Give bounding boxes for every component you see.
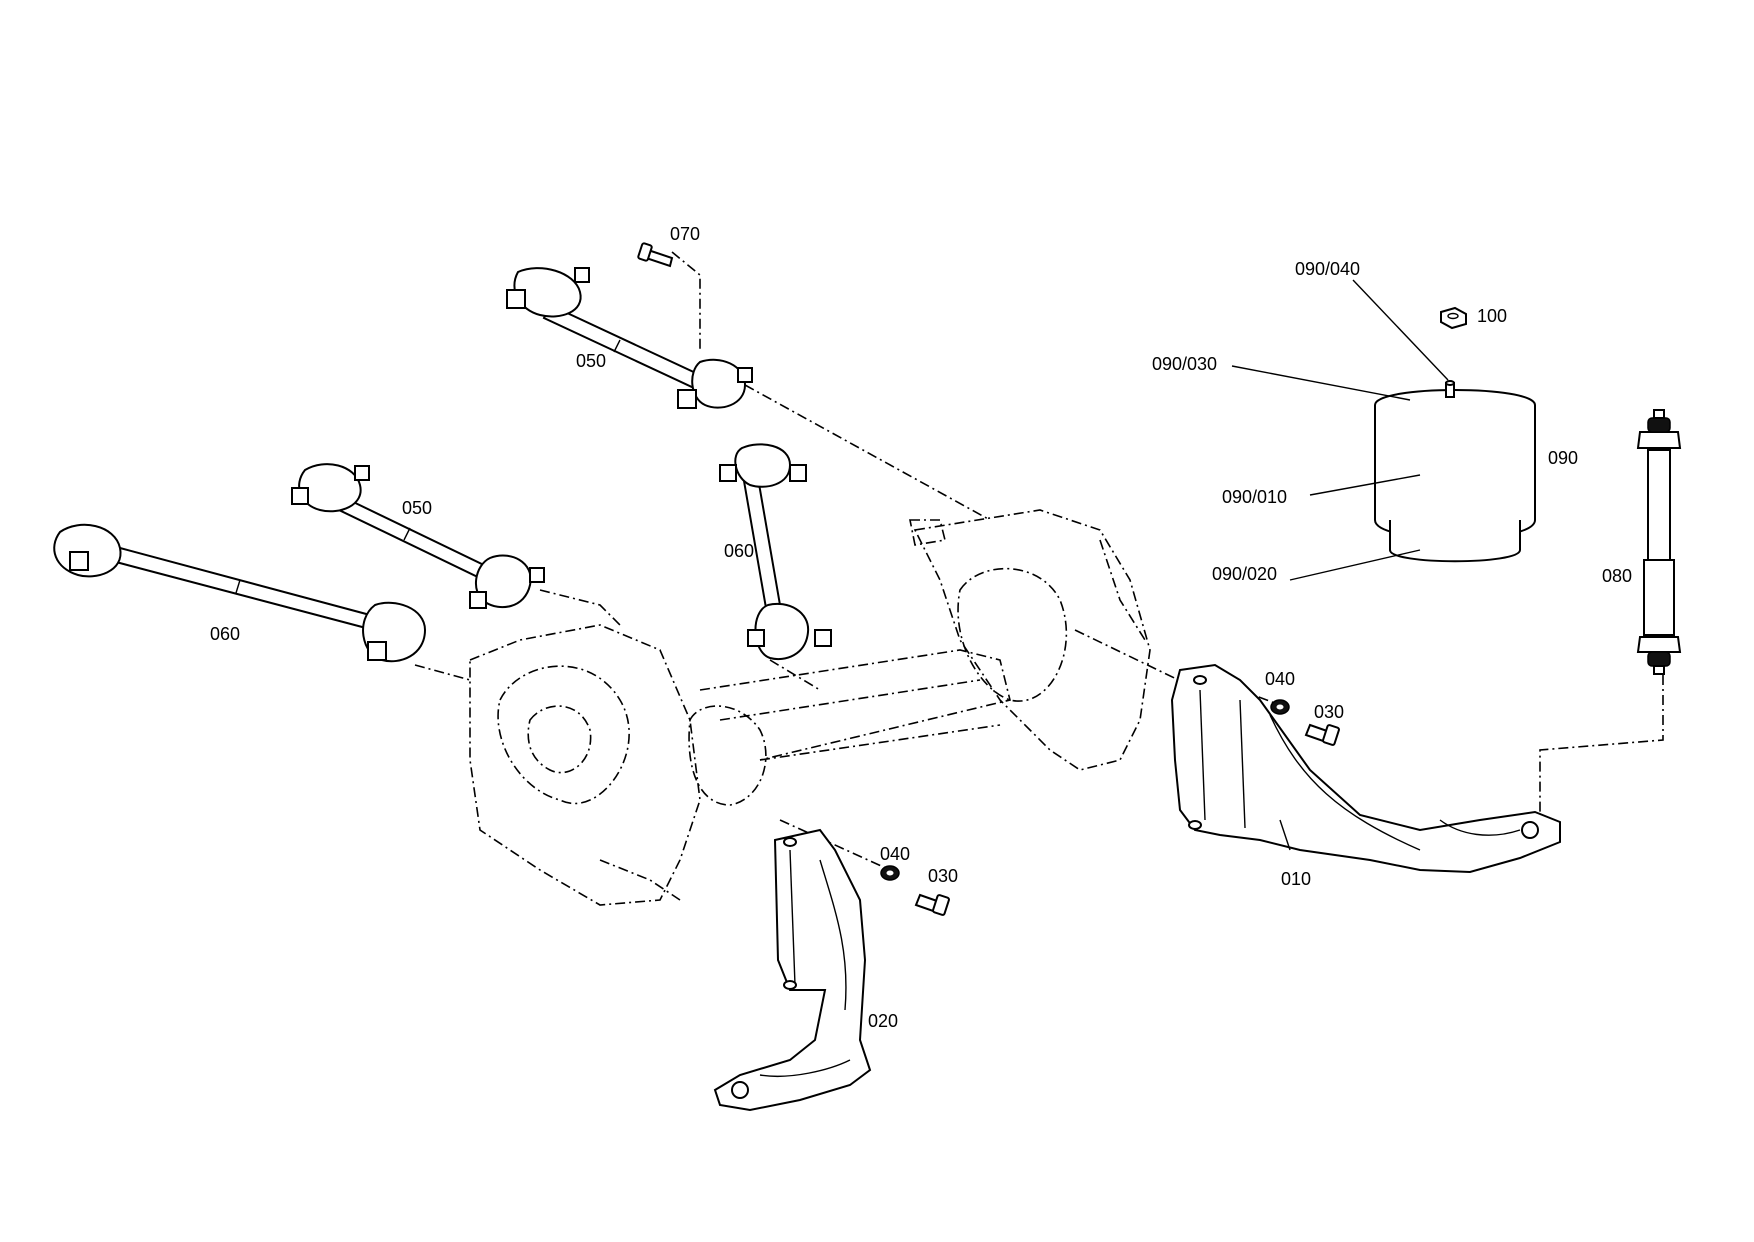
label-040-left: 040 [880, 844, 910, 864]
washer-040-left-drawing [880, 865, 900, 881]
label-060-left: 060 [210, 624, 240, 644]
label-080: 080 [1602, 566, 1632, 586]
part-labels: 070 050 050 060 060 090/040 100 090/030 … [210, 224, 1632, 1031]
assembly-lines [414, 251, 1664, 871]
shock-080-drawing [1636, 409, 1682, 675]
label-030-right: 030 [1314, 702, 1344, 722]
bolt-030-left-drawing [914, 893, 950, 916]
air-spring-090-drawing [1374, 380, 1536, 563]
bracket-010-drawing [1170, 663, 1561, 874]
label-040-right: 040 [1265, 669, 1295, 689]
leader-lines [1231, 279, 1449, 581]
label-060-top: 060 [724, 541, 754, 561]
washer-040-right-drawing [1270, 699, 1290, 715]
bracket-020-drawing [713, 828, 872, 1112]
link-050-top-drawing [506, 267, 753, 409]
label-090-020: 090/020 [1212, 564, 1277, 584]
bolt-030-right-drawing [1304, 723, 1340, 746]
label-090-030: 090/030 [1152, 354, 1217, 374]
bolt-070-drawing [637, 242, 674, 268]
label-020: 020 [868, 1011, 898, 1031]
link-050-mid-drawing [291, 463, 545, 609]
label-090-040: 090/040 [1295, 259, 1360, 279]
label-050-mid: 050 [402, 498, 432, 518]
label-090: 090 [1548, 448, 1578, 468]
nut-100-drawing [1440, 306, 1467, 330]
label-050-top: 050 [576, 351, 606, 371]
label-090-010: 090/010 [1222, 487, 1287, 507]
label-070: 070 [670, 224, 700, 244]
link-060-left-drawing [53, 523, 427, 663]
label-030-left: 030 [928, 866, 958, 886]
label-100: 100 [1477, 306, 1507, 326]
link-060-vertical-drawing [719, 443, 832, 660]
label-010: 010 [1281, 869, 1311, 889]
axle-housing [469, 509, 1151, 906]
